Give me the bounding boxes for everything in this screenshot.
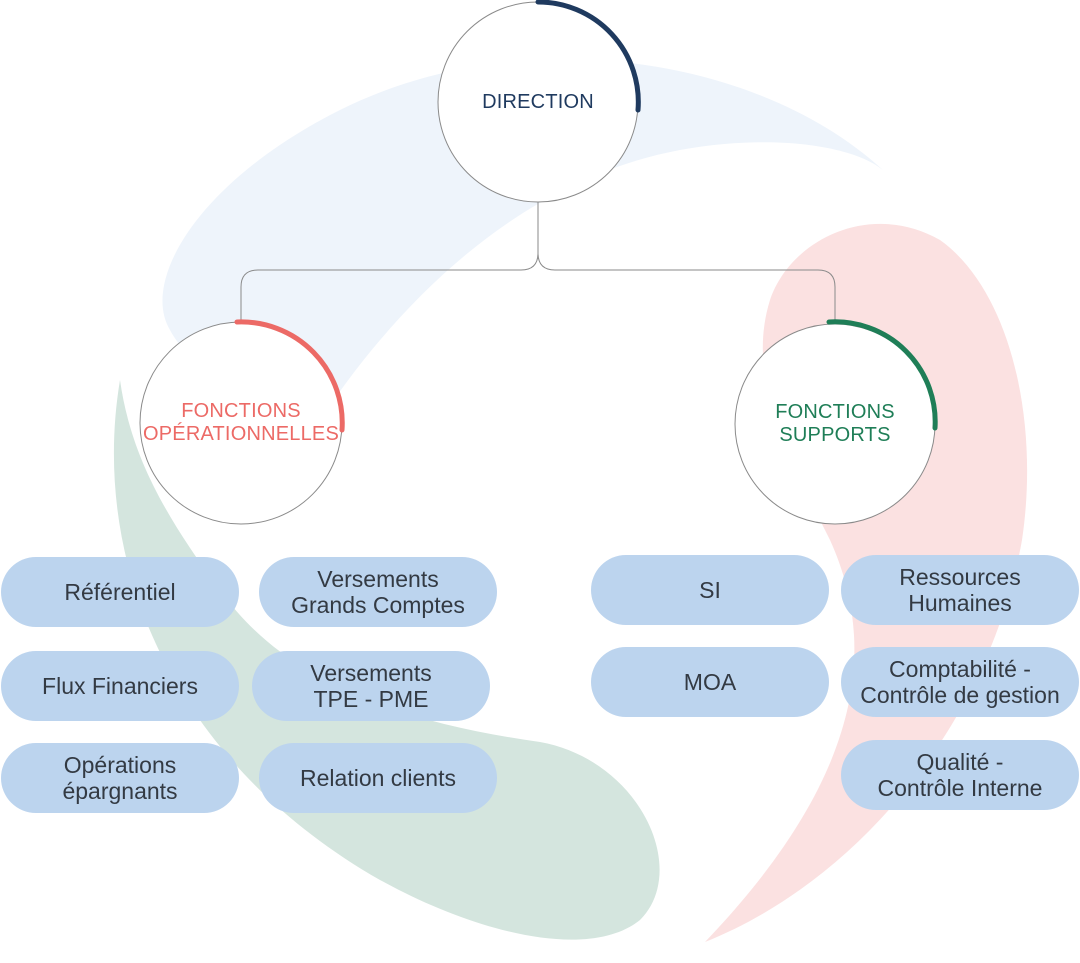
direction-node: DIRECTION xyxy=(438,2,638,202)
pill-operations-epargnants[interactable]: Opérations épargnants xyxy=(1,743,239,813)
pill-versements-grands-comptes[interactable]: Versements Grands Comptes xyxy=(259,557,497,627)
pill-referentiel[interactable]: Référentiel xyxy=(1,557,239,627)
pill-line1: Relation clients xyxy=(300,765,456,791)
supports-node: FONCTIONS SUPPORTS xyxy=(735,324,935,524)
pill-moa[interactable]: MOA xyxy=(591,647,829,717)
supports-label-line1: FONCTIONS xyxy=(775,401,895,423)
pill-line2: Humaines xyxy=(908,590,1012,616)
pill-line1: Flux Financiers xyxy=(42,673,198,699)
pill-line1: Versements xyxy=(317,566,439,592)
pill-line1: Référentiel xyxy=(64,579,176,605)
pill-line2: Grands Comptes xyxy=(291,592,465,618)
connector-lines xyxy=(240,200,836,323)
pill-line1: MOA xyxy=(683,669,737,695)
supports-label-line2: SUPPORTS xyxy=(779,424,891,446)
supports-accent-arc xyxy=(826,319,938,431)
pill-relation-clients[interactable]: Relation clients xyxy=(259,743,497,813)
pill-line2: Contrôle de gestion xyxy=(860,682,1060,708)
pill-line1: SI xyxy=(699,577,721,603)
pill-line2: Contrôle Interne xyxy=(877,775,1043,801)
operations-accent-arc xyxy=(234,319,345,433)
pill-comptabilite-controle-gestion[interactable]: Comptabilité - Contrôle de gestion xyxy=(841,647,1079,717)
pill-ressources-humaines[interactable]: Ressources Humaines xyxy=(841,555,1079,625)
operations-label-line2: OPÉRATIONNELLES xyxy=(142,423,340,445)
pill-versements-tpe-pme[interactable]: Versements TPE - PME xyxy=(252,651,490,721)
pill-line1: Ressources xyxy=(899,564,1021,590)
operations-label-line1: FONCTIONS xyxy=(181,400,301,422)
swoosh-blue xyxy=(162,59,885,421)
pill-line1: Comptabilité - xyxy=(889,656,1031,682)
pill-line2: épargnants xyxy=(62,778,178,804)
operations-node: FONCTIONS OPÉRATIONNELLES xyxy=(140,322,342,524)
pill-line1: Versements xyxy=(310,660,432,686)
pill-line1: Qualité - xyxy=(916,749,1004,775)
pill-line1: Opérations xyxy=(63,752,177,778)
pill-line2: TPE - PME xyxy=(313,686,429,712)
pill-qualite-controle-interne[interactable]: Qualité - Contrôle Interne xyxy=(841,740,1079,810)
direction-label: DIRECTION xyxy=(482,90,594,113)
direction-accent-arc xyxy=(535,0,641,113)
swoosh-green xyxy=(113,380,660,940)
pill-flux-financiers[interactable]: Flux Financiers xyxy=(1,651,239,721)
pill-si[interactable]: SI xyxy=(591,555,829,625)
